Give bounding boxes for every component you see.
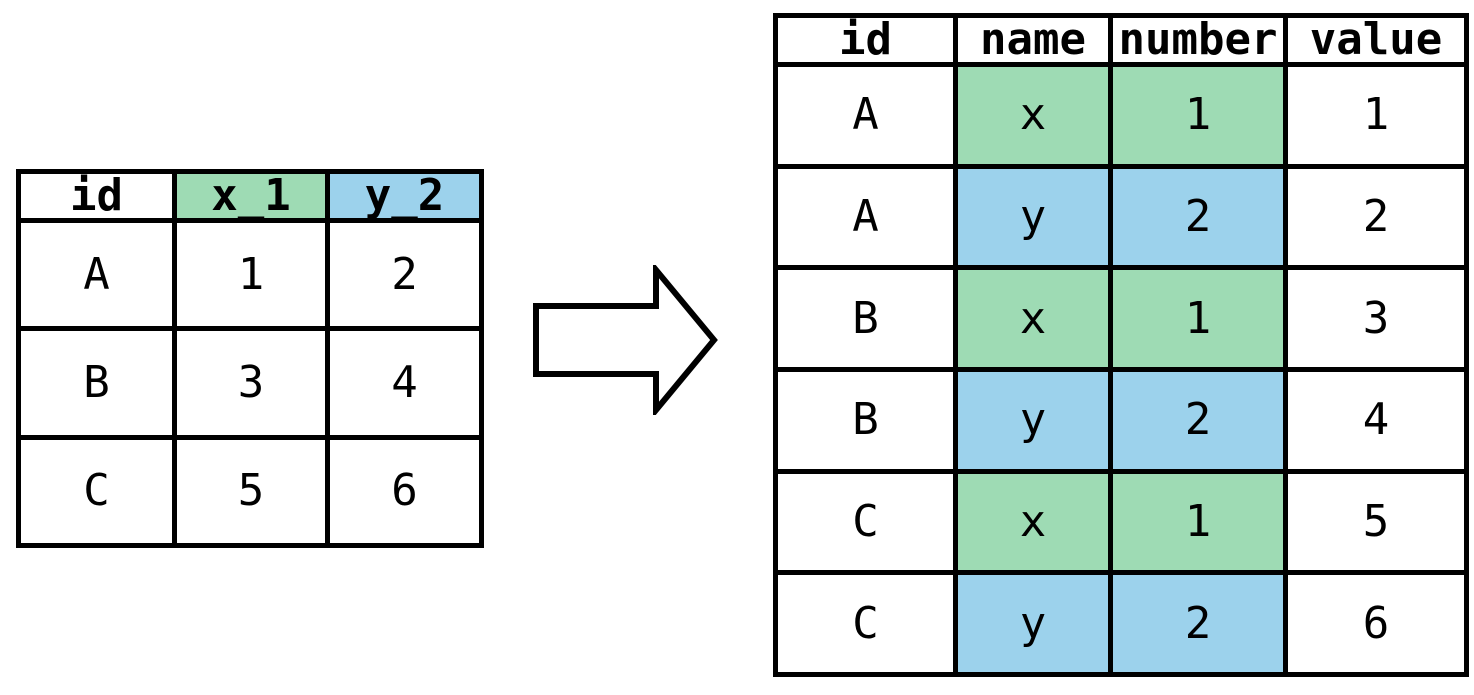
- long-header-number: number: [1108, 13, 1288, 67]
- table-cell: B: [773, 366, 958, 474]
- table-row: C 5 6: [16, 434, 484, 549]
- table-cell: 2: [1108, 163, 1288, 271]
- table-cell: 2: [1108, 570, 1288, 677]
- wide-header-id: id: [16, 169, 177, 223]
- table-row: B x 1 3: [773, 265, 1469, 372]
- table-cell: 5: [172, 434, 330, 549]
- table-cell: 2: [325, 217, 484, 332]
- table-row: B y 2 4: [773, 366, 1469, 474]
- wide-source-table: id x_1 y_2 A 1 2 B 3 4 C 5 6: [16, 169, 484, 549]
- table-cell: 1: [172, 217, 330, 332]
- table-row: C y 2 6: [773, 570, 1469, 677]
- table-cell: C: [773, 570, 958, 677]
- table-cell: 1: [1108, 265, 1288, 372]
- table-cell: 6: [1283, 570, 1469, 677]
- right-block-arrow-svg: [533, 265, 718, 415]
- table-cell: 1: [1283, 62, 1469, 169]
- table-cell: A: [773, 163, 958, 271]
- table-cell: x: [953, 265, 1113, 372]
- table-cell: A: [773, 62, 958, 169]
- table-cell: 1: [1108, 468, 1288, 576]
- table-cell: 2: [1283, 163, 1469, 271]
- wide-table-header-row: id x_1 y_2: [16, 169, 484, 223]
- long-header-name: name: [953, 13, 1113, 67]
- table-cell: B: [773, 265, 958, 372]
- long-table-header-row: id name number value: [773, 13, 1469, 67]
- table-cell: x: [953, 62, 1113, 169]
- table-row: C x 1 5: [773, 468, 1469, 576]
- table-row: A x 1 1: [773, 62, 1469, 169]
- table-cell: A: [16, 217, 177, 332]
- table-cell: 3: [1283, 265, 1469, 372]
- wide-header-y2: y_2: [325, 169, 484, 223]
- long-result-table: id name number value A x 1 1 A y 2 2 B x: [773, 13, 1469, 677]
- table-cell: C: [16, 434, 177, 549]
- table-cell: x: [953, 468, 1113, 576]
- table-cell: 4: [325, 326, 484, 440]
- table-cell: 5: [1283, 468, 1469, 576]
- table-row: B 3 4: [16, 326, 484, 440]
- table-row: A y 2 2: [773, 163, 1469, 271]
- table-cell: B: [16, 326, 177, 440]
- table-cell: y: [953, 163, 1113, 271]
- right-block-arrow-icon: [532, 265, 718, 415]
- table-cell: C: [773, 468, 958, 576]
- table-cell: 4: [1283, 366, 1469, 474]
- table-cell: 3: [172, 326, 330, 440]
- wide-header-x1: x_1: [172, 169, 330, 223]
- table-cell: 1: [1108, 62, 1288, 169]
- long-header-id: id: [773, 13, 958, 67]
- table-cell: y: [953, 570, 1113, 677]
- long-header-value: value: [1283, 13, 1469, 67]
- table-cell: 2: [1108, 366, 1288, 474]
- table-cell: y: [953, 366, 1113, 474]
- table-row: A 1 2: [16, 217, 484, 332]
- table-cell: 6: [325, 434, 484, 549]
